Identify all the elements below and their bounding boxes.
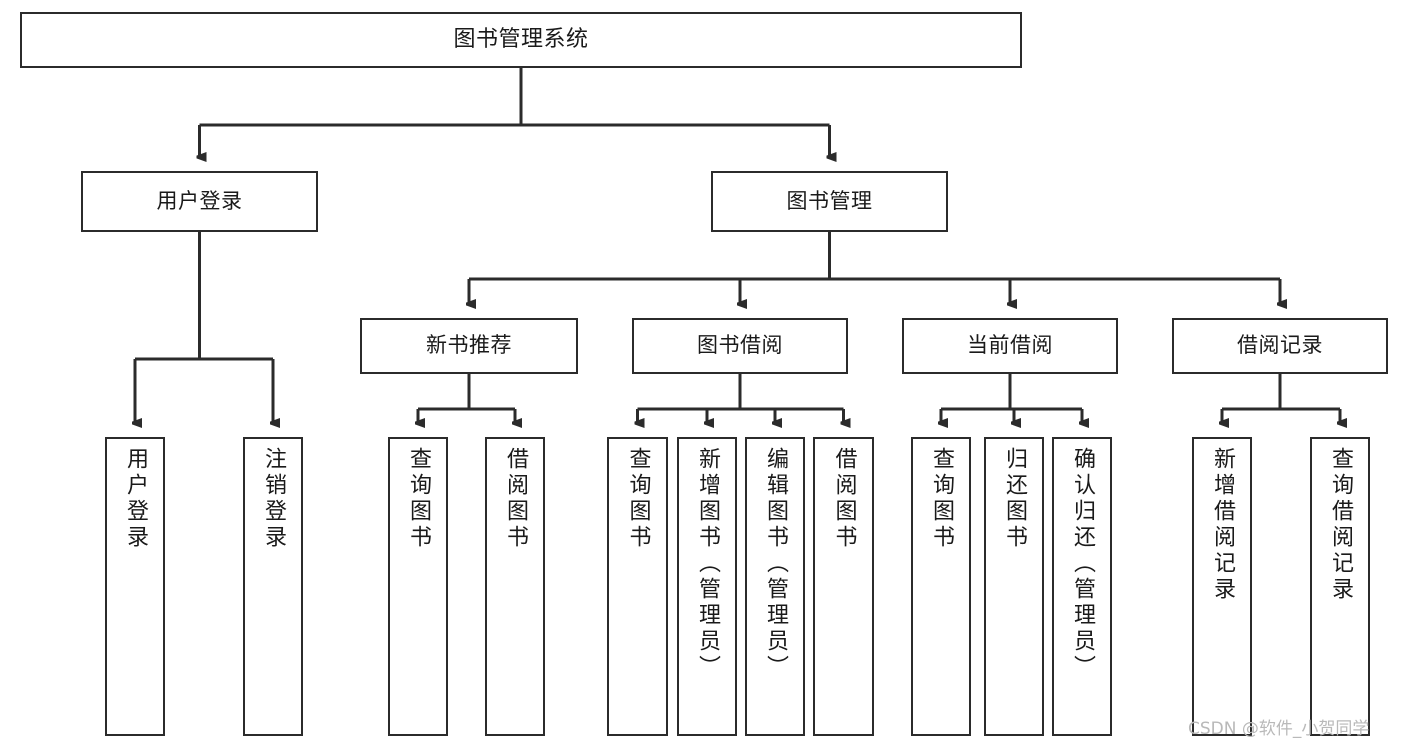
node-root-label: 图书管理系统 bbox=[453, 26, 589, 52]
leaf-edit-book-label: 编辑图书（管理员） bbox=[763, 447, 788, 681]
leaf-return-book-label: 归还图书 bbox=[1002, 447, 1027, 551]
leaf-logout-label: 注销登录 bbox=[261, 447, 286, 551]
node-borrow-record[interactable]: 借阅记录 bbox=[1172, 318, 1388, 374]
node-book-management-label: 图书管理 bbox=[786, 188, 873, 213]
leaf-logout[interactable]: 注销登录 bbox=[243, 437, 303, 736]
node-book-management[interactable]: 图书管理 bbox=[711, 171, 948, 232]
node-new-book-recommend[interactable]: 新书推荐 bbox=[360, 318, 578, 374]
leaf-query-book-recommend-label: 查询图书 bbox=[406, 447, 431, 551]
leaf-query-borrow-record-label: 查询借阅记录 bbox=[1328, 447, 1353, 603]
leaf-query-book-current[interactable]: 查询图书 bbox=[911, 437, 971, 736]
leaf-edit-book[interactable]: 编辑图书（管理员） bbox=[745, 437, 805, 736]
node-new-book-recommend-label: 新书推荐 bbox=[426, 333, 512, 358]
leaf-add-borrow-record[interactable]: 新增借阅记录 bbox=[1192, 437, 1252, 736]
leaf-query-book-borrow[interactable]: 查询图书 bbox=[607, 437, 668, 736]
leaf-borrow-book[interactable]: 借阅图书 bbox=[813, 437, 874, 736]
node-book-borrow-label: 图书借阅 bbox=[697, 333, 783, 358]
node-borrow-record-label: 借阅记录 bbox=[1237, 333, 1323, 358]
leaf-add-borrow-record-label: 新增借阅记录 bbox=[1210, 447, 1235, 603]
leaf-query-book-recommend[interactable]: 查询图书 bbox=[388, 437, 448, 736]
leaf-user-login[interactable]: 用户登录 bbox=[105, 437, 165, 736]
watermark: CSDN @软件_小贺同学 bbox=[1188, 719, 1370, 739]
leaf-confirm-return[interactable]: 确认归还（管理员） bbox=[1052, 437, 1112, 736]
node-user-login[interactable]: 用户登录 bbox=[81, 171, 318, 232]
node-user-login-label: 用户登录 bbox=[156, 188, 243, 213]
node-current-borrow-label: 当前借阅 bbox=[967, 333, 1053, 358]
leaf-query-book-borrow-label: 查询图书 bbox=[625, 447, 651, 551]
node-current-borrow[interactable]: 当前借阅 bbox=[902, 318, 1118, 374]
leaf-borrow-book-recommend-label: 借阅图书 bbox=[503, 447, 528, 551]
leaf-query-borrow-record[interactable]: 查询借阅记录 bbox=[1310, 437, 1370, 736]
leaf-query-book-current-label: 查询图书 bbox=[929, 447, 954, 551]
leaf-add-book[interactable]: 新增图书（管理员） bbox=[677, 437, 737, 736]
leaf-return-book[interactable]: 归还图书 bbox=[984, 437, 1044, 736]
leaf-user-login-label: 用户登录 bbox=[123, 447, 148, 551]
leaf-add-book-label: 新增图书（管理员） bbox=[695, 447, 720, 681]
leaf-borrow-book-label: 借阅图书 bbox=[831, 447, 857, 551]
leaf-borrow-book-recommend[interactable]: 借阅图书 bbox=[485, 437, 545, 736]
node-root[interactable]: 图书管理系统 bbox=[20, 12, 1022, 68]
node-book-borrow[interactable]: 图书借阅 bbox=[632, 318, 848, 374]
leaf-confirm-return-label: 确认归还（管理员） bbox=[1070, 447, 1095, 681]
